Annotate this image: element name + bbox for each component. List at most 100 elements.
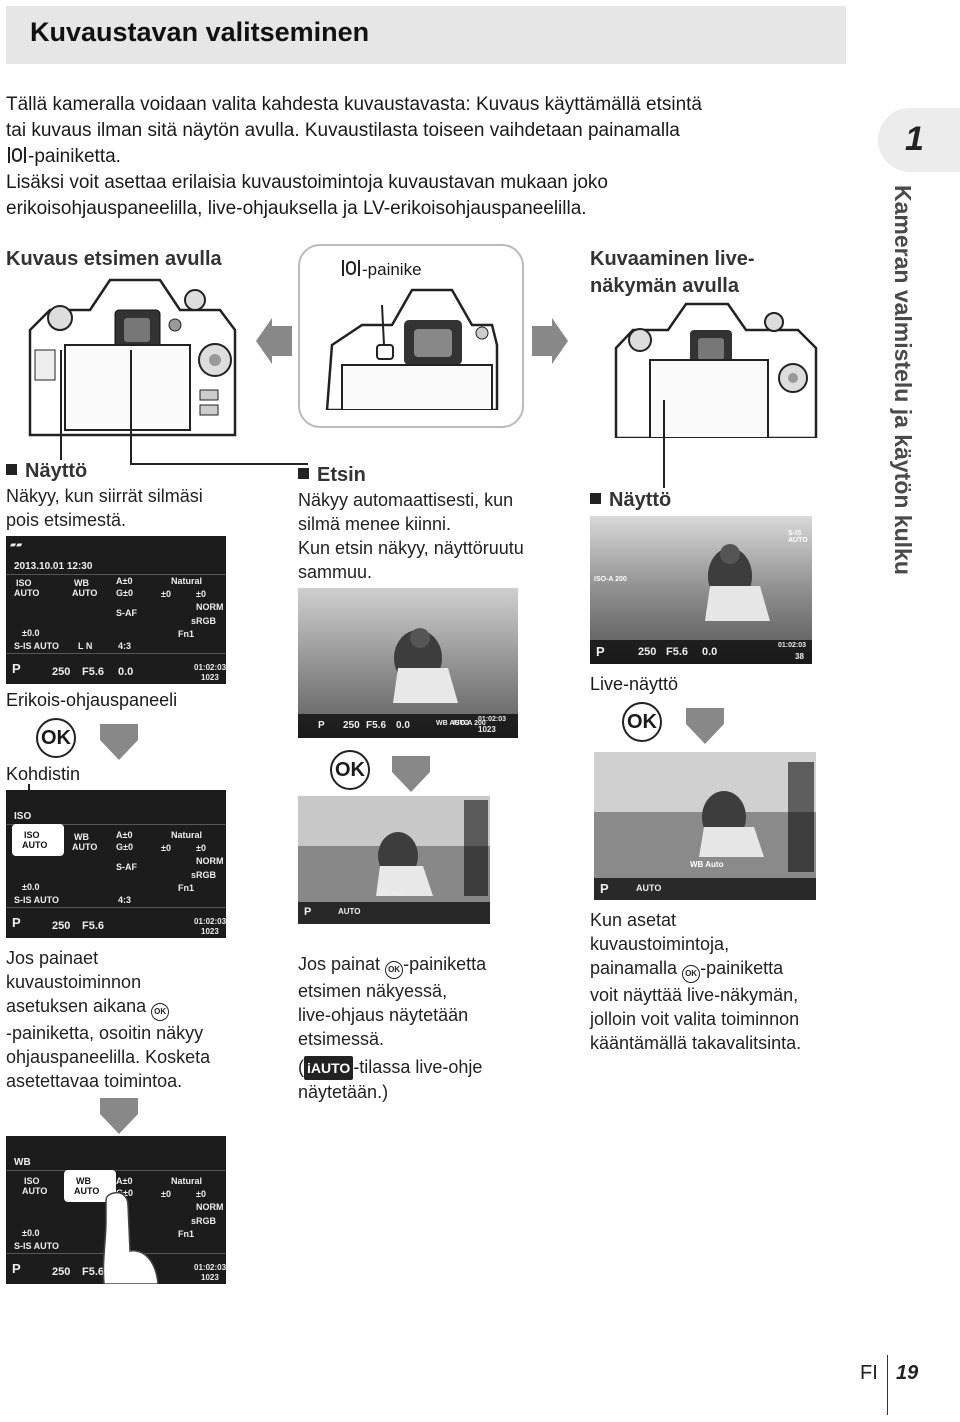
panel-s2: ±0 bbox=[196, 1189, 206, 1199]
intro-line: Lisäksi voit asettaa erilaisia kuvaustoi… bbox=[6, 172, 608, 193]
panel-natural: Natural bbox=[171, 1176, 203, 1186]
panel-flash: ±0.0 bbox=[22, 1228, 40, 1238]
panel-fn: Fn1 bbox=[178, 883, 195, 893]
evf-photo: P 250 F5.6 0.0 WB AUTO ISO-A 200 01:02:0… bbox=[298, 588, 518, 738]
panel-time: 01:02:03 bbox=[194, 663, 226, 672]
live-iso: ISO-A 200 bbox=[594, 576, 627, 583]
chapter-number: 1 bbox=[905, 120, 924, 158]
right-step-text: Kun asetat kuvaustoimintoja, painamalla … bbox=[590, 910, 802, 1053]
panel-saf: S-AF bbox=[116, 862, 137, 872]
battery-icon: ▰▰ bbox=[10, 540, 23, 549]
lv-button-icon bbox=[6, 145, 28, 165]
live-is: S-IS AUTO bbox=[788, 530, 808, 544]
left-monitor-body: Näkyy, kun siirrät silmäsi pois etsimest… bbox=[6, 486, 203, 530]
panel-flash: ±0.0 bbox=[22, 882, 40, 892]
panel-ln: L N bbox=[78, 641, 93, 651]
evf-live-bar: P AUTO bbox=[298, 902, 490, 924]
panel-srgb: sRGB bbox=[191, 870, 217, 880]
panel-iso: ISO bbox=[24, 1176, 40, 1186]
panel-natural: Natural bbox=[171, 830, 203, 840]
page-title: Kuvaustavan valitseminen bbox=[30, 17, 370, 47]
live-control-screen: WB Auto P AUTO bbox=[594, 752, 816, 900]
arrow-left-icon bbox=[254, 316, 294, 371]
arrow-down-icon bbox=[96, 1094, 142, 1143]
panel-mode: P bbox=[12, 1261, 21, 1276]
left-step-text: Jos painaet kuvaustoiminnon asetuksen ai… bbox=[6, 948, 211, 1091]
callout-line bbox=[130, 350, 132, 465]
panel-time: 01:02:03 bbox=[194, 1263, 226, 1272]
footer-divider bbox=[887, 1355, 888, 1415]
panel-ev: 0.0 bbox=[118, 666, 134, 678]
panel-iso: ISO bbox=[16, 578, 32, 588]
intro-line: Tällä kameralla voidaan valita kahdesta … bbox=[6, 94, 702, 115]
callout-line bbox=[60, 350, 62, 460]
live-caption: Live-näyttö bbox=[590, 674, 679, 694]
panel-s1: ±0 bbox=[161, 843, 171, 853]
etsin-body: Näkyy automaattisesti, kun silmä menee k… bbox=[298, 490, 524, 582]
panel-count: 1023 bbox=[201, 927, 219, 936]
panel-fn: Fn1 bbox=[178, 1229, 195, 1239]
panel-s2: ±0 bbox=[196, 589, 206, 599]
arrow-down-icon bbox=[96, 720, 142, 769]
lv-button-label: -painike bbox=[340, 258, 422, 280]
panel-wb: WB bbox=[74, 578, 89, 588]
right-heading: Kuvaaminen live- näkymän avulla bbox=[590, 248, 755, 297]
camera-back-illustration bbox=[608, 298, 824, 440]
panel-iso-val: AUTO bbox=[22, 1186, 48, 1196]
panel-saf: S-AF bbox=[116, 608, 137, 618]
finger-icon bbox=[102, 1191, 159, 1284]
super-control-panel-cursor: ISO ISO AUTO WB AUTO A±0 G±0 Natural ±0 … bbox=[6, 790, 226, 938]
panel-srgb: sRGB bbox=[191, 1216, 217, 1226]
panel-count: 1023 bbox=[201, 1273, 219, 1282]
super-control-panel-touch: WB ISO AUTO WB AUTO A±0 G±0 Natural ±0 ±… bbox=[6, 1136, 226, 1284]
panel-s1: ±0 bbox=[161, 1189, 171, 1199]
panel-s1: ±0 bbox=[161, 589, 171, 599]
panel-g: G±0 bbox=[116, 588, 133, 598]
camera-top-illustration bbox=[322, 285, 500, 412]
ok-inline-icon: OK bbox=[385, 961, 404, 979]
ok-inline-icon: OK bbox=[151, 1003, 170, 1021]
super-control-panel: ▰▰ 2013.10.01 12:30 ISO AUTO WB AUTO A±0… bbox=[6, 536, 226, 684]
panel-g: G±0 bbox=[116, 842, 133, 852]
camera-back-illustration bbox=[20, 270, 245, 440]
callout-line bbox=[130, 463, 308, 465]
panel-aperture: F5.6 bbox=[82, 920, 105, 932]
panel-time: 01:02:03 bbox=[194, 917, 226, 926]
ok-button-icon: OK bbox=[330, 750, 370, 790]
etsin-heading: Etsin bbox=[298, 464, 366, 487]
intro-line: -painiketta. bbox=[6, 144, 826, 170]
intro-line: erikoisohjauspaneelilla, live-ohjauksell… bbox=[6, 198, 587, 219]
panel-a: A±0 bbox=[116, 830, 133, 840]
evf-wb-label: WB Auto bbox=[378, 890, 406, 897]
panel-aperture: F5.6 bbox=[82, 1266, 105, 1278]
iauto-badge: iAUTO bbox=[304, 1056, 354, 1080]
ok-button-icon: OK bbox=[622, 702, 662, 742]
panel-is: S-IS AUTO bbox=[14, 895, 60, 905]
cursor-label: Kohdistin bbox=[6, 764, 81, 784]
panel-aperture: F5.6 bbox=[82, 666, 105, 678]
live-control-bar: P AUTO bbox=[594, 878, 816, 900]
panel-date: 2013.10.01 12:30 bbox=[14, 561, 93, 572]
arrow-down-icon bbox=[682, 704, 728, 753]
panel-ratio: 4:3 bbox=[118, 895, 132, 905]
panel-fn: Fn1 bbox=[178, 629, 195, 639]
ok-button-icon: OK bbox=[36, 718, 76, 758]
ok-inline-icon: OK bbox=[682, 965, 701, 983]
panel-wb: WB bbox=[76, 1176, 91, 1186]
live-view-photo: ISO-A 200 S-IS AUTO P 250 F5.6 0.0 01:02… bbox=[590, 516, 812, 664]
panel-norm: NORM bbox=[196, 856, 224, 866]
footer-lang: FI bbox=[860, 1362, 878, 1384]
panel-a: A±0 bbox=[116, 576, 133, 586]
panel-srgb: sRGB bbox=[191, 616, 217, 626]
panel-flash: ±0.0 bbox=[22, 628, 40, 638]
panel-norm: NORM bbox=[196, 1202, 224, 1212]
panel-tab-label: ISO bbox=[14, 811, 32, 822]
panel-wb-val: AUTO bbox=[72, 842, 98, 852]
panel-caption: Erikois-ohjauspaneeli bbox=[6, 690, 178, 710]
panel-iso-val: AUTO bbox=[14, 588, 40, 598]
panel-mode: P bbox=[12, 661, 21, 676]
evf-info-bar: P 250 F5.6 0.0 WB AUTO ISO-A 200 01:02:0… bbox=[298, 714, 518, 738]
panel-shutter: 250 bbox=[52, 920, 71, 932]
panel-a: A±0 bbox=[116, 1176, 133, 1186]
right-monitor-heading: Näyttö bbox=[590, 489, 671, 512]
